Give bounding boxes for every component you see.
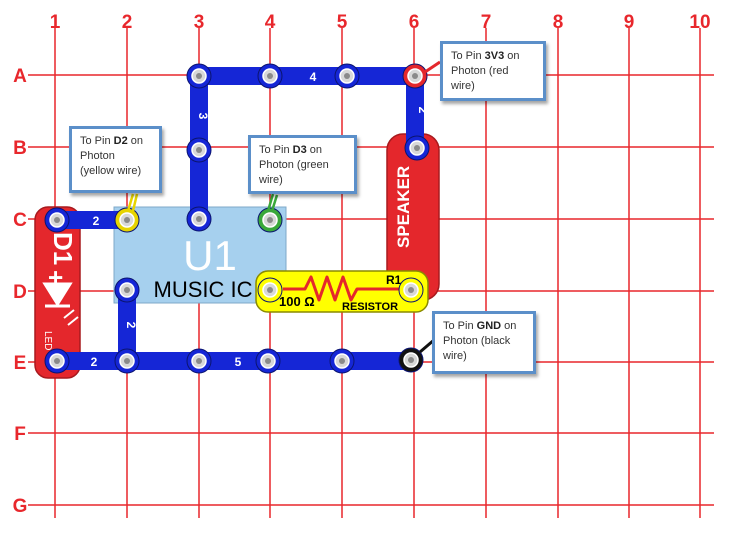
callout-red-pre: To Pin (451, 50, 485, 62)
callout-black-post: on Photon (black wire) (443, 320, 517, 362)
grid-column-label: 8 (553, 12, 564, 33)
grid-row-label: A (13, 66, 27, 87)
wire-col3-label: 3 (196, 113, 210, 120)
led-ref: D1 (48, 232, 78, 265)
snap-terminal (334, 63, 360, 89)
resistor-ref: R1 (386, 273, 402, 287)
snap-yellow-terminal (114, 207, 140, 233)
led-diode-symbol (42, 282, 73, 308)
callout-black-pre: To Pin (443, 320, 477, 332)
callout-green-wire: To Pin D3 on Photon (green wire) (248, 135, 357, 194)
grid-column-label: 7 (481, 12, 492, 33)
resistor-zigzag-icon (283, 275, 406, 302)
grid-column-label: 3 (194, 12, 205, 33)
resistor-value: 100 Ω (279, 294, 315, 309)
wire-e-left-label: 2 (91, 355, 98, 369)
grid-row-label: D (13, 282, 27, 303)
grid-column-label: 4 (265, 12, 276, 33)
callout-yellow-pre: To Pin (80, 135, 114, 147)
callout-red-pin: 3V3 (484, 50, 505, 62)
callout-green-post: on Photon (green wire) (259, 144, 329, 186)
callout-red-wire: To Pin 3V3 on Photon (red wire) (440, 41, 546, 101)
wire-a-label: 4 (310, 70, 317, 84)
callout-yellow-wire: To Pin D2 on Photon (yellow wire) (69, 126, 162, 193)
led-sign: + (41, 270, 71, 285)
callout-yellow-post: on Photon (yellow wire) (80, 135, 143, 177)
snap-resistor-terminal (257, 277, 283, 303)
grid-row-label: E (14, 353, 27, 374)
wire-c-label: 2 (93, 214, 100, 228)
music-ic-name: MUSIC IC (154, 277, 253, 302)
grid-labels: 1 2 3 4 5 6 7 8 9 10A B C D E F G (13, 12, 711, 517)
black-wire-tip (419, 338, 435, 354)
snap-terminal (404, 135, 430, 161)
snap-terminal (329, 348, 355, 374)
wire-e-right-label: 5 (235, 355, 242, 369)
snap-terminal (44, 207, 70, 233)
wire-col2-label: 2 (124, 322, 138, 329)
snap-terminal (114, 277, 140, 303)
grid-column-label: 6 (409, 12, 420, 33)
snap-red-terminal (402, 63, 428, 89)
grid-row-label: C (13, 210, 27, 231)
grid-row-label: G (13, 496, 28, 517)
callout-red-post: on Photon (red wire) (451, 50, 520, 92)
led-arrows-icon (63, 309, 79, 326)
snap-terminals (44, 63, 430, 374)
snap-terminal (186, 348, 212, 374)
grid-column-label: 2 (122, 12, 133, 33)
snap-terminal (44, 348, 70, 374)
snap-green-terminal (257, 207, 283, 233)
callout-green-pin: D3 (292, 144, 307, 156)
snap-terminal (186, 206, 212, 232)
callout-green-pre: To Pin (259, 144, 293, 156)
snap-terminal (255, 348, 281, 374)
speaker-name: SPEAKER (394, 166, 413, 248)
wire-col6-label: 2 (416, 107, 430, 114)
led-name: LED (42, 331, 53, 350)
snap-resistor-terminal (398, 277, 424, 303)
snap-terminal (257, 63, 283, 89)
callout-yellow-pin: D2 (113, 135, 128, 147)
grid-row-label: F (14, 424, 26, 445)
resistor-r1[interactable]: R1 100 Ω RESISTOR (255, 270, 429, 313)
callout-black-pin: GND (476, 320, 502, 332)
snap-terminal (186, 63, 212, 89)
snap-terminal (186, 137, 212, 163)
grid-column-label: 5 (337, 12, 348, 33)
wire-a-3-6[interactable]: 4 (190, 67, 424, 85)
grid-column-label: 10 (689, 12, 710, 33)
snap-terminal (114, 348, 140, 374)
red-wire-tip (424, 60, 441, 74)
green-wire-tip (266, 193, 279, 212)
grid-row-label: B (13, 138, 27, 159)
snap-black-terminal (398, 347, 424, 373)
music-ic-ref: U1 (183, 232, 237, 279)
led-d1[interactable]: + D1 LED (34, 206, 81, 379)
resistor-name: RESISTOR (342, 301, 398, 313)
callout-black-wire: To Pin GND on Photon (black wire) (432, 311, 536, 374)
grid-column-label: 9 (624, 12, 635, 33)
yellow-wire-tip (126, 193, 139, 212)
grid-column-label: 1 (50, 12, 61, 33)
